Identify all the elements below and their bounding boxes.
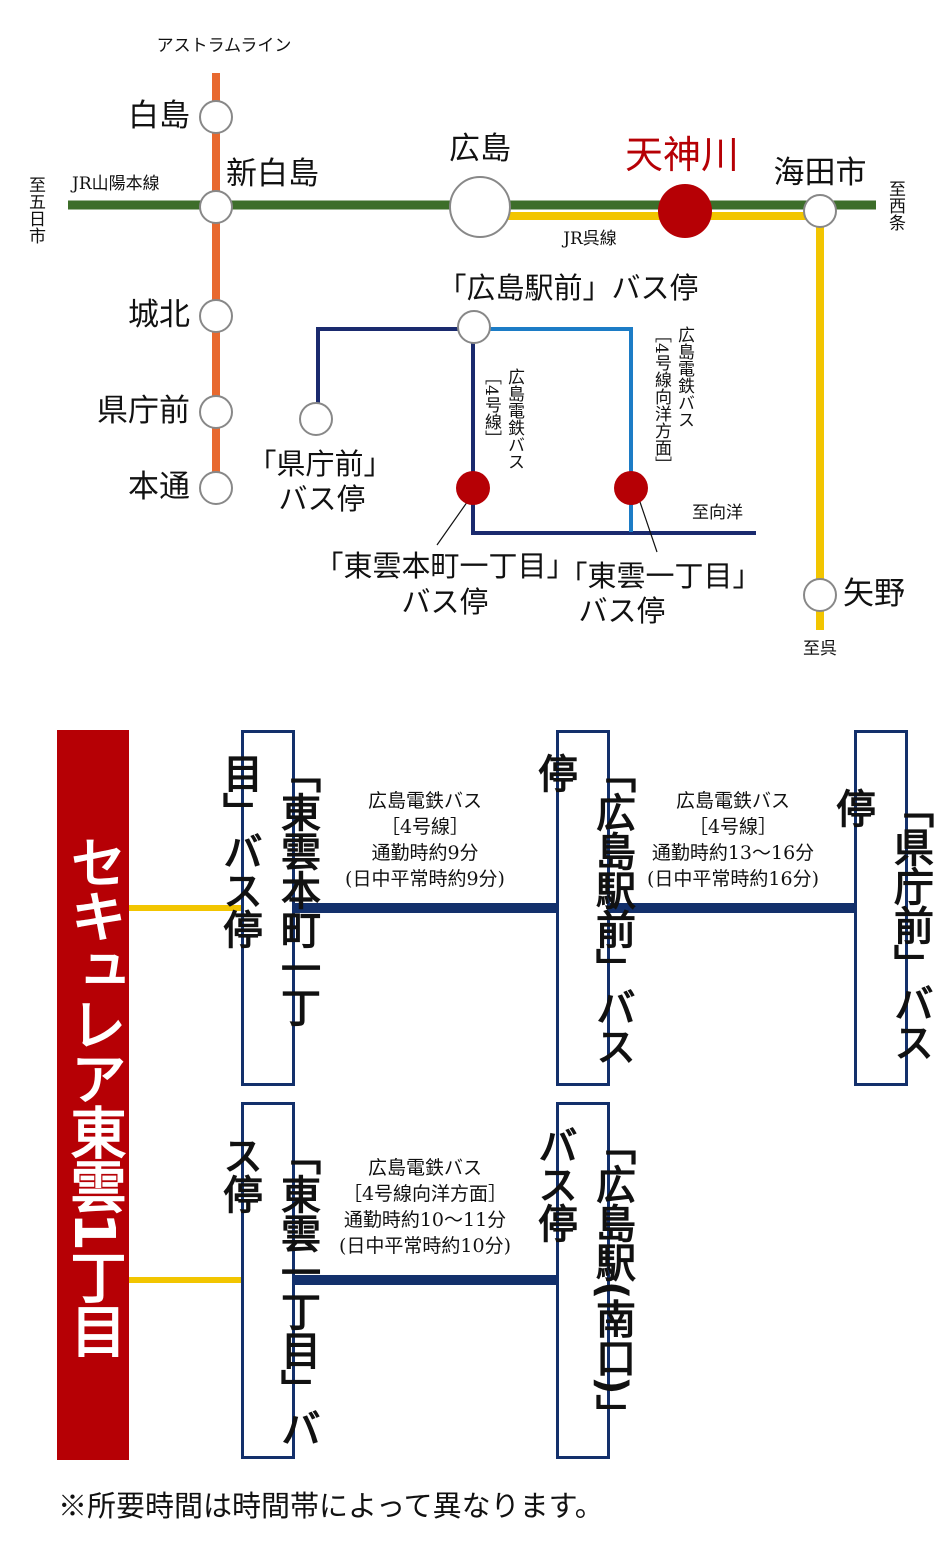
stop-label: 「東雲一丁目」バス停 bbox=[216, 1135, 320, 1447]
astram-line-label: アストラムライン bbox=[156, 36, 292, 56]
bus-stop-label-shinonome: 「東雲一丁目」 bbox=[558, 559, 762, 593]
bus-route-label-4m-line: ［4号線向洋方面］ bbox=[651, 326, 671, 473]
to-saijo-label: 至西条 bbox=[885, 180, 905, 231]
segment-daytime-time: (日中平常時約16分) bbox=[646, 868, 820, 890]
station-label-tenjingawa: 天神川 bbox=[624, 133, 740, 177]
bus-stop-label-shinonome-honmachi: 「東雲本町一丁目」 bbox=[314, 549, 576, 583]
bus-stop-hiroshima-ekimae bbox=[457, 310, 491, 344]
jr-kure-line-label: JR呉線 bbox=[563, 229, 617, 249]
station-label-hondori: 本通 bbox=[128, 469, 190, 505]
bus-stop-label-shinonome-2: バス停 bbox=[578, 594, 666, 628]
station-johoku bbox=[199, 299, 233, 333]
bus-line-route4-mukainada bbox=[474, 327, 633, 532]
stop-box-hiroshima-south: 「広島駅(南口)」バス停 bbox=[531, 1102, 635, 1459]
bus-stop-label-hiroshima-ekimae: 「広島駅前」バス停 bbox=[437, 271, 699, 305]
station-shin-hakushima bbox=[199, 190, 233, 224]
stop-label: 「広島駅(南口)」バス停 bbox=[531, 1125, 635, 1433]
jr-sanyo-line-label: JR山陽本線 bbox=[72, 174, 160, 194]
station-label-hiroshima: 広島 bbox=[449, 131, 511, 167]
segment-route: ［4号線向洋方面］ bbox=[342, 1183, 508, 1205]
segment-route: ［4号線］ bbox=[380, 816, 470, 838]
origin-label: セキュレア東雲1丁目 bbox=[61, 833, 126, 1357]
station-label-yano: 矢野 bbox=[843, 576, 905, 612]
bus-stop-label-kenchomae: 「県庁前」 bbox=[247, 447, 393, 481]
segment-daytime-time: (日中平常時約10分) bbox=[338, 1235, 512, 1257]
bus-route-label-4-line: ［4号線］ bbox=[481, 368, 501, 447]
segment-commute-time: 通勤時約13〜16分 bbox=[651, 842, 815, 864]
station-label-shin-hakushima: 新白島 bbox=[226, 156, 319, 192]
stop-box-hiroshima-ekimae: 「広島駅前」バス停 bbox=[531, 730, 635, 1086]
bus-stop-label-shinonome-honmachi-2: バス停 bbox=[401, 585, 489, 619]
bus-stop-shinonome bbox=[614, 471, 648, 505]
bus-stop-label-kenchomae-2: バス停 bbox=[278, 482, 366, 516]
station-tenjingawa bbox=[658, 184, 712, 238]
station-label-johoku: 城北 bbox=[128, 297, 190, 333]
segment-commute-time: 通勤時約9分 bbox=[371, 842, 479, 864]
stop-box-shinonome: 「東雲一丁目」バス停 bbox=[216, 1102, 320, 1459]
bus-route-label-4-name: 広島電鉄バス bbox=[504, 368, 524, 470]
leader-line bbox=[639, 501, 658, 553]
stop-box-shinonome-honmachi: 「東雲本町一丁目」バス停 bbox=[216, 730, 320, 1086]
bus-route-label-4m-name: 広島電鉄バス bbox=[674, 326, 694, 428]
station-hakushima bbox=[199, 100, 233, 134]
stop-label: 「県庁前」バス停 bbox=[829, 788, 933, 1061]
station-label-kenchomae: 県庁前 bbox=[97, 393, 190, 429]
segment-info: 広島電鉄バス ［4号線向洋方面］ 通勤時約10〜11分 (日中平常時約10分) bbox=[339, 1155, 511, 1259]
station-hondori bbox=[199, 471, 233, 505]
stop-label: 「東雲本町一丁目」バス停 bbox=[216, 753, 320, 1026]
segment-line-name: 広島電鉄バス bbox=[367, 790, 483, 812]
stop-box-kenchomae: 「県庁前」バス停 bbox=[829, 730, 933, 1086]
bus-line-kenchomae bbox=[316, 327, 474, 405]
segment-line-name: 広島電鉄バス bbox=[367, 1157, 483, 1179]
stop-label: 「広島駅前」バス停 bbox=[531, 753, 635, 1065]
bus-line-route4 bbox=[471, 329, 756, 535]
to-itsukaichi-label: 至五日市 bbox=[25, 176, 45, 244]
station-yano bbox=[803, 578, 837, 612]
segment-commute-time: 通勤時約10〜11分 bbox=[343, 1209, 507, 1231]
footnote: ※所要時間は時間帯によって異なります。 bbox=[58, 1489, 604, 1523]
origin-bar: セキュレア東雲1丁目 bbox=[57, 730, 129, 1460]
segment-info: 広島電鉄バス ［4号線］ 通勤時約13〜16分 (日中平常時約16分) bbox=[647, 788, 819, 892]
segment-route: ［4号線］ bbox=[688, 816, 778, 838]
to-mukainada-label: 至向洋 bbox=[692, 503, 743, 523]
station-kaitaichi bbox=[803, 194, 837, 228]
station-hiroshima bbox=[449, 176, 511, 238]
segment-info: 広島電鉄バス ［4号線］ 通勤時約9分 (日中平常時約9分) bbox=[345, 788, 505, 892]
leader-line bbox=[436, 497, 471, 546]
bus-stop-shinonome-honmachi bbox=[456, 471, 490, 505]
station-label-kaitaichi: 海田市 bbox=[773, 155, 867, 191]
bus-stop-kenchomae bbox=[299, 402, 333, 436]
segment-daytime-time: (日中平常時約9分) bbox=[345, 868, 505, 890]
station-label-hakushima: 白島 bbox=[128, 98, 190, 134]
segment-line-name: 広島電鉄バス bbox=[675, 790, 791, 812]
to-kure-label: 至呉 bbox=[803, 639, 837, 659]
station-kenchomae bbox=[199, 395, 233, 429]
